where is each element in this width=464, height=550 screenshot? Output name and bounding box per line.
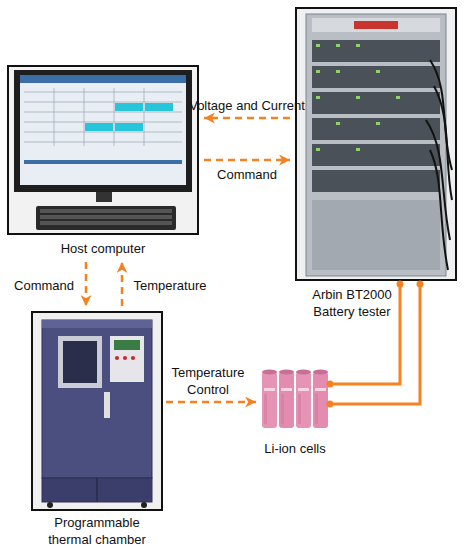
terminal-dot (327, 381, 334, 388)
solid-wire (330, 284, 420, 404)
node-label: Programmable thermal chamber (35, 514, 159, 548)
photo-node: Host computer (8, 66, 198, 234)
terminal-dot (327, 401, 334, 408)
edge-label: Temperature (125, 277, 215, 294)
photo-node: Programmable thermal chamber (32, 312, 162, 510)
solid-wire (330, 284, 400, 384)
node-label: Host computer (28, 240, 178, 257)
terminal-dot (397, 281, 404, 288)
battery-tester-illustration (296, 8, 456, 280)
dashed-arrow (204, 117, 290, 120)
edge-label: Command (6, 277, 82, 294)
dashed-arrow (85, 262, 88, 306)
photo-node: Arbin BT2000 Battery tester (296, 8, 456, 280)
edge-label: Temperature Control (163, 364, 253, 398)
photo-node: Li-ion cells (262, 366, 328, 434)
edge-label: Voltage and Current (177, 97, 317, 114)
cells-illustration (262, 370, 328, 429)
dashed-arrow (204, 159, 290, 162)
dashed-arrow (121, 262, 124, 306)
thermal-chamber-illustration (32, 312, 162, 510)
terminal-dot (417, 281, 424, 288)
node-label: Li-ion cells (245, 440, 345, 457)
node-label: Arbin BT2000 Battery tester (297, 286, 407, 320)
dashed-arrow (166, 401, 256, 404)
computer-illustration (8, 66, 198, 234)
edge-label: Command (197, 166, 297, 183)
